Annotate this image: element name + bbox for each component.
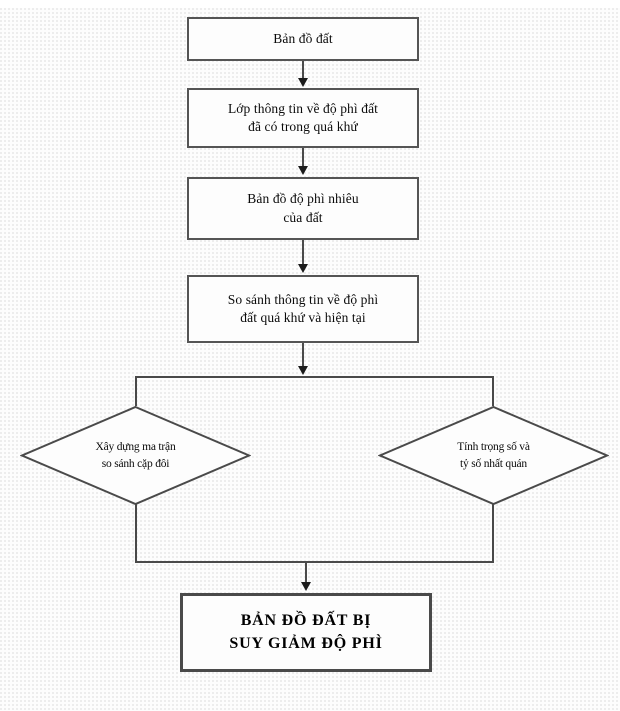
node-label: Bản đồ đất: [273, 30, 333, 46]
connector-n4-to-bus: [302, 343, 304, 368]
node-xay-dung-ma-tran[interactable]: Xây dựng ma trận so sánh cặp đôi: [20, 405, 251, 506]
split-bus-horizontal: [135, 376, 494, 378]
node-ban-do-dat-bi-suy-giam[interactable]: BẢN ĐỒ ĐẤT BỊ SUY GIẢM ĐỘ PHÌ: [180, 593, 432, 672]
arrowhead-n3-n4: [298, 264, 308, 273]
node-label-line-1: BẢN ĐỒ ĐẤT BỊ: [240, 612, 372, 630]
arrowhead-n4-to-bus: [298, 366, 308, 375]
node-lop-thong-tin[interactable]: Lớp thông tin về độ phì đất đã có trong …: [187, 88, 419, 148]
arrowhead-bus-to-n7: [301, 582, 311, 591]
node-label-line-1: So sánh thông tin về độ phì: [227, 291, 379, 307]
node-ban-do-do-phi-nhieu[interactable]: Bản đồ độ phì nhiêu của đất: [187, 177, 419, 240]
node-tinh-trong-so[interactable]: Tính trọng số và tỷ số nhất quán: [378, 405, 609, 506]
node-label-line-1: Lớp thông tin về độ phì đất: [227, 100, 379, 116]
arrowhead-n1-n2: [298, 78, 308, 87]
node-label-line-2: SUY GIẢM ĐỘ PHÌ: [229, 634, 383, 652]
node-ban-do-dat[interactable]: Bản đồ đất: [187, 17, 419, 61]
connector-bus-to-n7: [305, 561, 307, 584]
connector-n3-n4: [302, 240, 304, 266]
node-label-line-1: Bản đồ độ phì nhiêu: [247, 191, 359, 207]
node-so-sanh-thong-tin[interactable]: So sánh thông tin về độ phì đất quá khứ …: [187, 275, 419, 343]
split-bus-drop-right: [492, 376, 494, 406]
split-bus-drop-left: [135, 376, 137, 406]
connector-n2-n3: [302, 148, 304, 168]
arrowhead-n2-n3: [298, 166, 308, 175]
node-label-line-2: của đất: [283, 209, 323, 225]
node-label-line-2: đã có trong quá khứ: [248, 119, 358, 134]
merge-bus-horizontal: [135, 561, 494, 563]
diamond-shape: [378, 405, 609, 506]
connector-n1-n2: [302, 61, 304, 80]
merge-bus-rise-left: [135, 504, 137, 563]
merge-bus-rise-right: [492, 504, 494, 563]
diamond-shape: [20, 405, 251, 506]
node-label-line-2: đất quá khứ và hiện tại: [240, 310, 366, 325]
